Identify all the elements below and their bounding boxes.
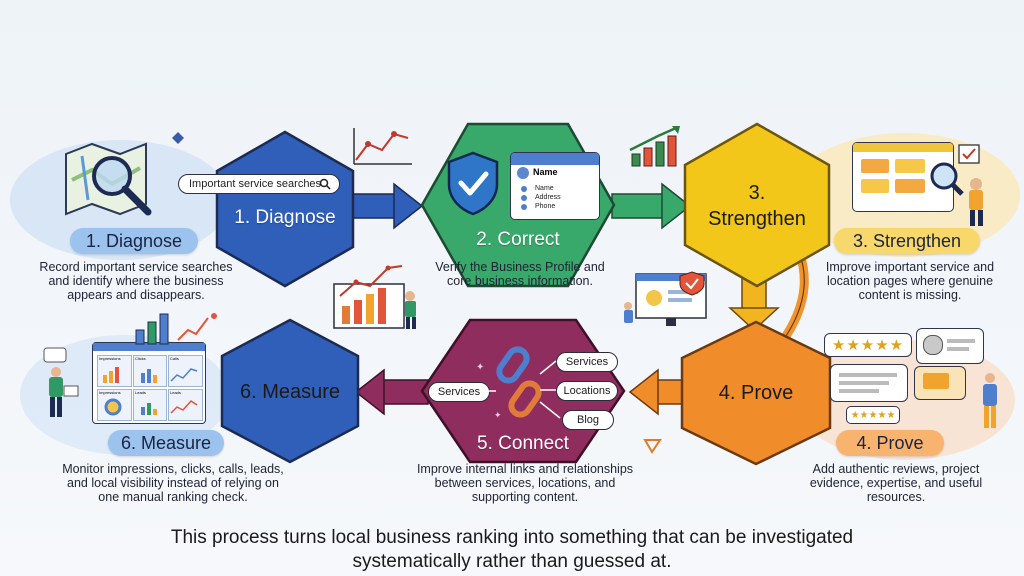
strengthen-magnifier-person-icon (930, 162, 983, 226)
connect-chip-services-left: Services (428, 382, 490, 402)
shield-check-icon (447, 151, 499, 216)
hex-strengthen-label-line2: Strengthen (708, 208, 806, 230)
diamond-decoration (172, 132, 184, 144)
measure-tile-1: Impressions (99, 356, 121, 361)
growth-chart-person-icon (333, 265, 416, 329)
pill-prove: 4. Prove (836, 430, 944, 456)
hex-prove-label: 4. Prove (718, 382, 794, 404)
hex-diagnose-label: 1. Diagnose (234, 207, 336, 228)
review-image-card (914, 366, 966, 400)
measure-tile-3: Calls (170, 356, 179, 361)
hex-diagnose (215, 130, 355, 288)
chain-link-icon (496, 346, 542, 418)
pill-measure: 6. Measure (108, 430, 224, 456)
desc-prove-line3: resources. (866, 490, 926, 504)
measure-person-icon (43, 347, 79, 417)
arrow-connect-to-measure (354, 368, 429, 416)
desc-strengthen-line3: content is missing. (858, 288, 962, 302)
measure-tile-2: Clicks (135, 356, 146, 361)
hex-strengthen (683, 122, 831, 288)
hex-strengthen-label: 3. Strengthen (682, 180, 832, 232)
prove-person-icon (983, 373, 997, 428)
connect-chip-locations: Locations (556, 381, 618, 401)
desc-strengthen-line2: location pages where genuine (826, 274, 994, 288)
profile-field-address: Address (535, 194, 561, 201)
review-stars-card: ★★★★★ (824, 333, 912, 357)
svg-text:✦: ✦ (494, 411, 502, 421)
desc-measure-line1: Monitor impressions, clicks, calls, lead… (62, 462, 284, 476)
pill-strengthen: 3. Strengthen (834, 228, 980, 254)
connect-chip-blog: Blog (562, 410, 614, 430)
profile-avatar-icon (517, 167, 529, 179)
pill-diagnose: 1. Diagnose (70, 228, 198, 254)
strengthen-check-icon (958, 144, 980, 164)
desc-measure-line3: one manual ranking check. (98, 490, 248, 504)
measure-dashboard: Impressions Clicks Calls Impressions Lea… (92, 342, 206, 424)
caption-line-1: This process turns local business rankin… (170, 527, 854, 548)
desc-connect-line3: supporting content. (471, 490, 579, 504)
desc-strengthen: Improve important service and location p… (800, 260, 1020, 302)
caption-line-2: systematically rather than guessed at. (352, 551, 672, 572)
svg-text:✦: ✦ (476, 362, 484, 373)
profile-field-name: Name (535, 185, 554, 192)
review-small-stars: ★★★★★ (850, 409, 896, 421)
desc-diagnose: Record important service searches and id… (20, 260, 252, 302)
desc-correct-line1: Verify the Business Profile and (435, 260, 605, 274)
desc-connect: Improve internal links and relationships… (394, 462, 656, 504)
business-profile-card: Name Name Address Phone (510, 152, 600, 220)
review-small-stars-card: ★★★★★ (846, 406, 900, 424)
triangle-decoration (643, 439, 662, 454)
measure-bars-icon (135, 313, 217, 345)
desc-measure: Monitor impressions, clicks, calls, lead… (42, 462, 304, 504)
hex-measure (220, 318, 360, 464)
profile-field-phone: Phone (535, 203, 556, 210)
diagnose-search-input: Important service searches (178, 174, 340, 194)
diagnose-search-text: Important service searches (189, 178, 322, 190)
hex-correct-label: 2. Correct (476, 229, 560, 250)
measure-tile-5: Leads (135, 390, 146, 395)
connect-link-lines: ✦ ✦ (476, 360, 561, 421)
hex-measure-label: 6. Measure (239, 381, 341, 403)
hex-strengthen-label-line1: 3. (748, 182, 766, 204)
desc-connect-line2: between services, locations, and (434, 476, 616, 490)
trend-line-icon (353, 128, 412, 165)
desc-diagnose-line3: appears and disappears. (67, 288, 205, 302)
desc-strengthen-line1: Improve important service and (825, 260, 995, 274)
desc-measure-line2: and local visibility instead of relying … (67, 476, 279, 490)
desc-prove-line2: evidence, expertise, and useful (809, 476, 983, 490)
monitor-webpage-icon (624, 271, 707, 326)
connect-chip-services: Services (556, 352, 618, 372)
arrow-correct-to-strengthen (611, 182, 692, 230)
desc-diagnose-line2: and identify where the business (48, 274, 224, 288)
arrow-diagnose-to-correct (347, 182, 424, 230)
hex-prove (680, 320, 832, 466)
search-icon (319, 178, 331, 190)
review-profile-card (916, 328, 984, 364)
profile-name-header: Name (533, 167, 558, 177)
desc-prove-line1: Add authentic reviews, project (812, 462, 980, 476)
measure-tile-6: Leads (170, 390, 181, 395)
profile-field-icons (521, 186, 527, 210)
desc-connect-line1: Improve internal links and relationships (416, 462, 634, 476)
profile-card-header-bar (511, 153, 599, 165)
map-icon (65, 142, 152, 216)
review-stars: ★★★★★ (831, 337, 905, 354)
desc-correct: Verify the Business Profile and core bus… (420, 260, 620, 288)
rising-chart-icon (629, 126, 680, 167)
hex-connect-label: 5. Connect (477, 433, 569, 454)
desc-correct-line2: core business information. (447, 274, 593, 288)
measure-mini-charts (103, 367, 198, 416)
desc-prove: Add authentic reviews, project evidence,… (784, 462, 1008, 504)
review-text-card (830, 364, 908, 402)
measure-tile-4: Impressions (99, 390, 121, 395)
desc-diagnose-line1: Record important service searches (39, 260, 233, 274)
profile-fields: Name Address Phone (535, 184, 561, 211)
